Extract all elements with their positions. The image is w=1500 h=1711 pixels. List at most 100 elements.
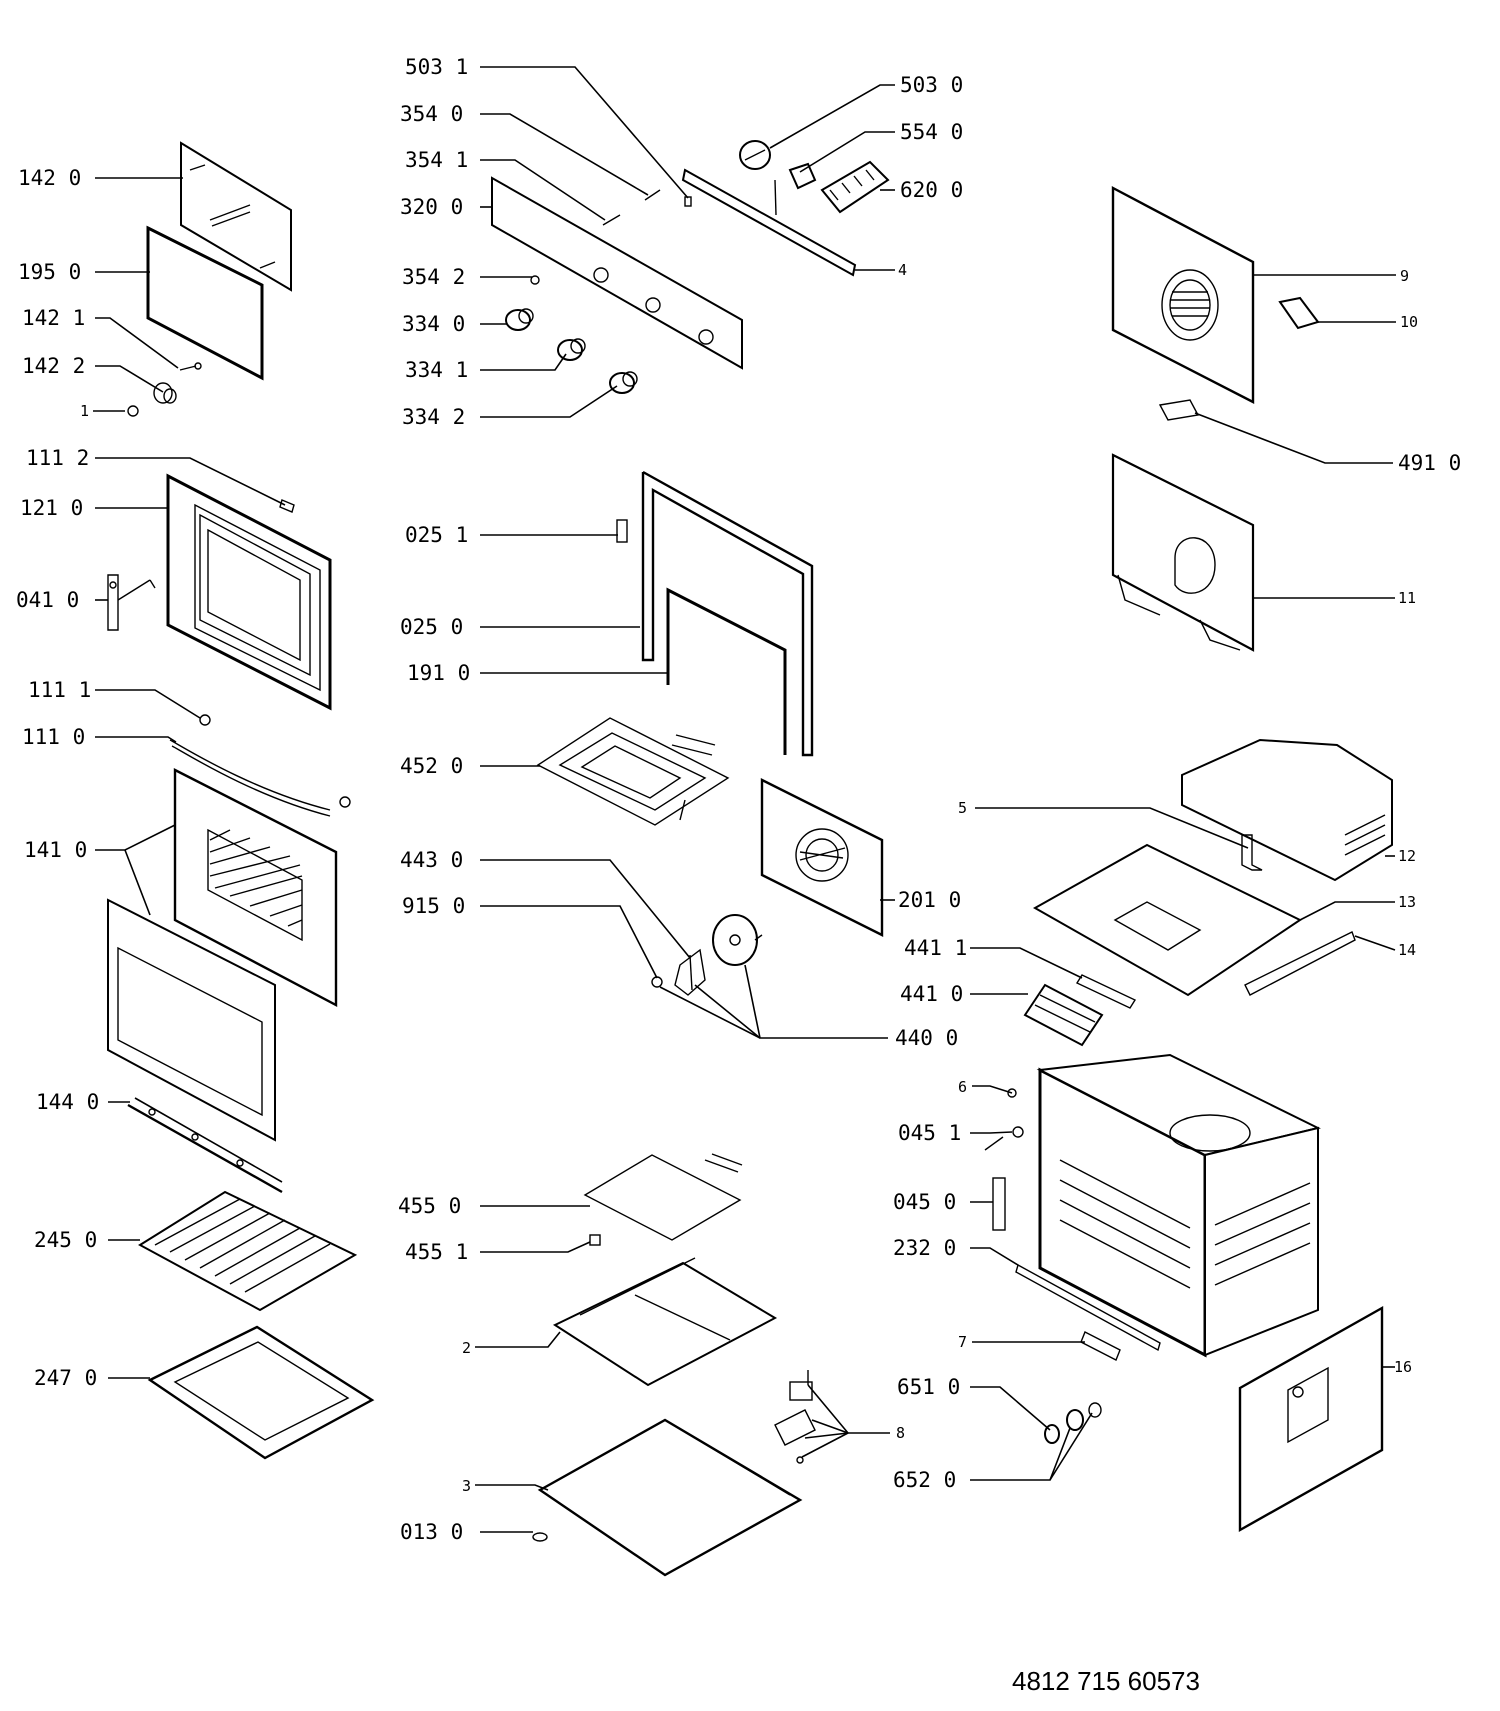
label-651-0: 651 0 [897,1375,960,1399]
label-334-0: 334 0 [402,312,465,336]
fan-blade [674,948,706,996]
oven-cavity-group [984,1053,1384,1533]
label-111-1: 111 1 [28,678,91,702]
control-panel [491,176,743,370]
label-16: 16 [1394,1358,1412,1376]
label-142-2: 142 2 [22,354,85,378]
label-142-1: 142 1 [22,306,85,330]
label-443-0: 443 0 [400,848,463,872]
label-13: 13 [1398,893,1416,911]
label-111-0: 111 0 [22,725,85,749]
bottom-foot [532,1532,548,1542]
label-620-0: 620 0 [900,178,963,202]
terminal-block [820,160,890,214]
glass-clip [153,382,177,404]
top-right-electrics [681,140,890,277]
frame-clip [616,519,628,543]
label-111-2: 111 2 [26,446,89,470]
front-door-panel [107,898,276,1142]
heater-strip [1075,974,1137,1009]
cavity-frame-group [536,470,884,996]
label-491-0: 491 0 [1398,451,1461,475]
label-045-0: 045 0 [893,1190,956,1214]
control-knob-2 [609,371,638,394]
door-handle [127,1097,283,1194]
fan-nut [651,976,663,988]
control-panel-group [491,176,743,394]
label-652-0: 652 0 [893,1468,956,1492]
hinge-pin-upper [279,499,295,513]
lamp-holder [984,1126,1024,1151]
front-door-window [117,946,263,1117]
panel-bracket-bar [681,168,857,277]
label-6: 6 [958,1078,967,1096]
label-334-2: 334 2 [402,405,465,429]
rear-terminal-strip [1158,399,1200,421]
top-cover-group [1023,738,1393,1047]
bottom-trim [1080,1331,1121,1361]
label-144-0: 144 0 [36,1090,99,1114]
label-10: 10 [1400,313,1418,331]
label-12: 12 [1398,847,1416,865]
label-334-1: 334 1 [405,358,468,382]
label-201-0: 201 0 [898,888,961,912]
fan-cover-panel [760,778,884,937]
label-452-0: 452 0 [400,754,463,778]
control-knob-1 [557,338,586,361]
label-455-1: 455 1 [405,1240,468,1264]
door-glass-group [127,141,292,417]
label-3: 3 [462,1477,471,1495]
label-11: 11 [1398,589,1416,607]
oven-front-frame [641,470,814,757]
hinge-bushing [199,714,211,726]
label-354-2: 354 2 [402,265,465,289]
oven-cavity [1036,1053,1321,1358]
label-503-1: 503 1 [405,55,468,79]
top-outer-cover [1181,738,1393,882]
label-245-0: 245 0 [34,1228,97,1252]
label-320-0: 320 0 [400,195,463,219]
heater-block [1023,983,1104,1047]
label-9: 9 [1400,267,1409,285]
cavity-bottom-strip [1015,1263,1161,1352]
part-labels: 142 0 195 0 142 1 142 2 1 111 2 121 0 04… [16,55,1461,1544]
label-191-0: 191 0 [407,661,470,685]
base-plate [552,1257,778,1387]
door-hinge [107,574,156,631]
drip-tray [147,1325,375,1460]
label-141-0: 141 0 [24,838,87,862]
label-142-0: 142 0 [18,166,81,190]
label-503-0: 503 0 [900,73,963,97]
label-354-1: 354 1 [405,148,468,172]
label-2: 2 [462,1339,471,1357]
label-1: 1 [80,402,89,420]
small-nut [127,405,139,417]
door-seal-frame [146,225,264,381]
grill-element [536,717,730,826]
timer [739,140,771,170]
thermostat-cluster [774,1370,816,1464]
rear-connector [1278,296,1320,330]
label-5: 5 [958,799,967,817]
control-knob-0 [505,308,534,331]
label-441-1: 441 1 [904,936,967,960]
label-14: 14 [1398,941,1416,959]
label-025-1: 025 1 [405,523,468,547]
top-rail [1244,931,1356,996]
wire-shelf [138,1190,358,1312]
cover-bracket [1241,834,1263,871]
label-247-0: 247 0 [34,1366,97,1390]
cavity-screw [1007,1088,1017,1098]
glass-screw [179,362,202,371]
bottom-heating-element [583,1153,743,1241]
bottom-cover [537,1418,803,1577]
document-number: 4812 715 60573 [1012,1666,1200,1696]
label-232-0: 232 0 [893,1236,956,1260]
door-inner-group [107,473,351,817]
label-441-0: 441 0 [900,982,963,1006]
bottom-middle-group [532,1153,816,1577]
outer-door-panel [173,768,338,1007]
door-outer-group [107,768,375,1460]
top-plate [1032,843,1302,997]
